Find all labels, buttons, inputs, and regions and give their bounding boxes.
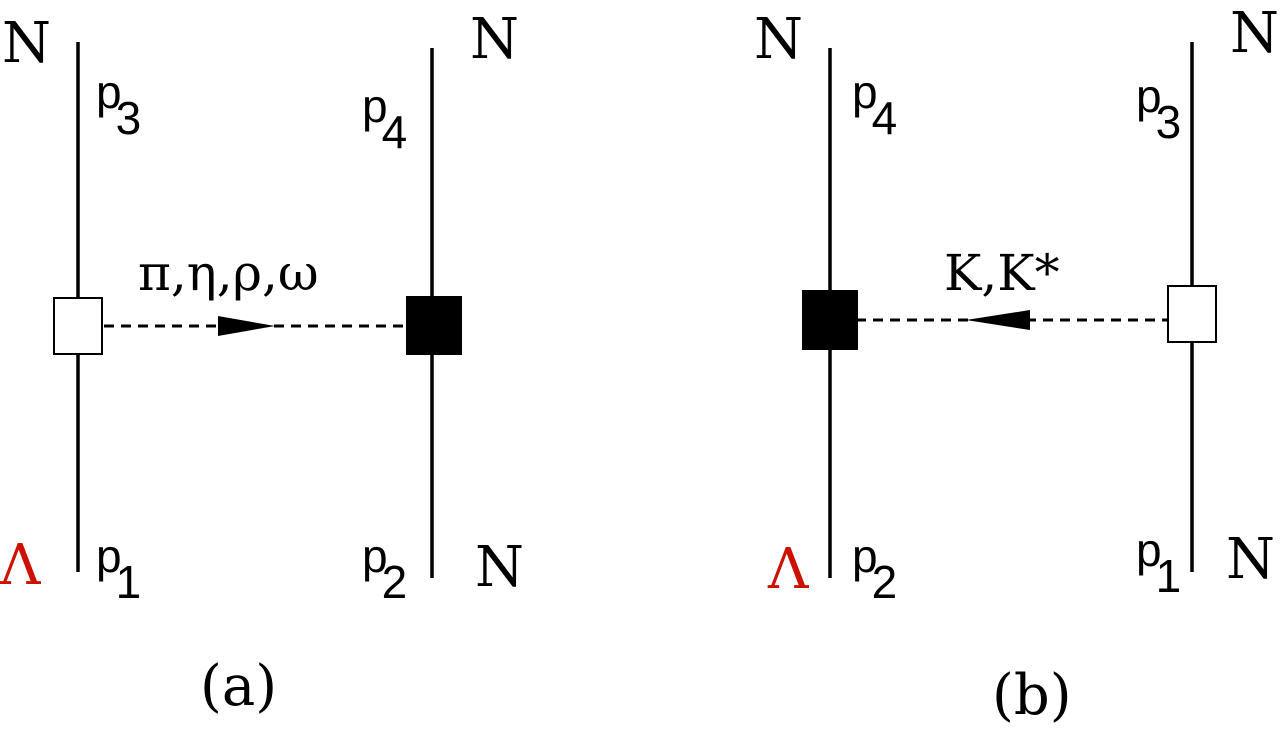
diagram-b-left-top-momentum: p4 [852, 66, 897, 144]
diagram-a-right-bottom-momentum: p2 [362, 530, 407, 608]
diagram-b-caption: (b) [992, 663, 1072, 728]
diagram-b-left-bottom-momentum: p2 [852, 530, 897, 608]
diagram-b-arrow-left-icon [966, 310, 1030, 330]
diagram-a-left-top-momentum: p3 [96, 66, 141, 144]
diagram-a-arrow-right-icon [218, 316, 275, 336]
diagram-b-weak-vertex [1167, 285, 1217, 343]
diagram-b-right-bottom-momentum: p1 [1136, 524, 1181, 602]
diagram-a-strong-vertex [406, 296, 462, 355]
diagram-a-left-top-label: N [2, 11, 51, 76]
diagram-a: N p3 N p4 π,η,ρ,ω Λ p1 p2 N (a) [0, 7, 524, 719]
diagram-a-caption: (a) [200, 654, 277, 719]
diagram-a-left-bottom-label: Λ [0, 533, 41, 598]
diagram-b-left-bottom-label: Λ [767, 537, 809, 602]
diagram-b-right-bottom-label: N [1226, 527, 1275, 592]
diagram-b-exchange-label: K,K* [944, 244, 1060, 302]
diagram-b: N p4 N p3 K,K* Λ p2 p1 N (b) [754, 1, 1279, 728]
diagram-b-left-top-label: N [754, 7, 803, 72]
diagram-a-right-top-label: N [470, 7, 519, 72]
diagram-a-exchange-label: π,η,ρ,ω [138, 244, 319, 302]
diagram-a-right-top-momentum: p4 [362, 80, 407, 158]
diagram-b-right-top-momentum: p3 [1136, 70, 1181, 148]
diagram-b-strong-vertex [802, 290, 858, 350]
diagram-a-left-bottom-momentum: p1 [96, 530, 141, 608]
diagram-a-weak-vertex [53, 297, 103, 355]
diagram-a-right-bottom-label: N [475, 535, 524, 600]
diagram-b-right-top-label: N [1230, 1, 1279, 66]
